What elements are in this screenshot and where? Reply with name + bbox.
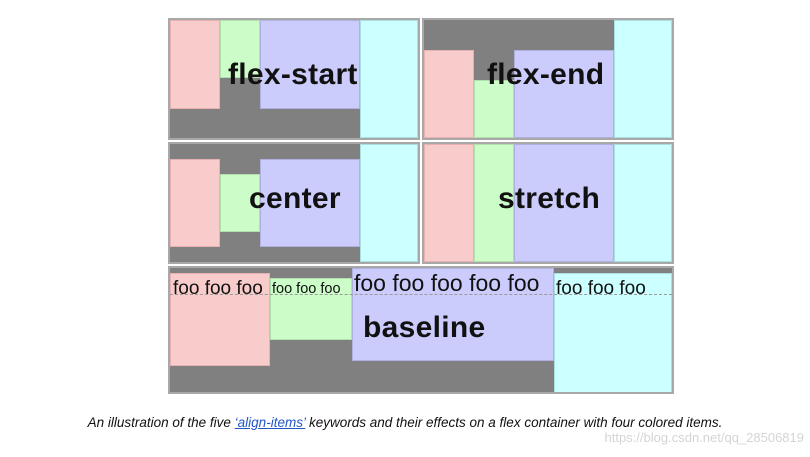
item-1 [424, 144, 474, 262]
item-1 [170, 20, 220, 109]
panel-stretch: stretch [422, 142, 674, 264]
item-4 [360, 20, 418, 138]
item-3 [514, 50, 614, 138]
item-1 [424, 50, 474, 138]
item-2: foo foo foo [270, 278, 352, 340]
caption-text-before: An illustration of the five [87, 415, 235, 430]
item-2 [474, 144, 514, 262]
item-4 [614, 144, 672, 262]
item-4: foo foo foo [554, 273, 672, 392]
panel-center: center [168, 142, 420, 264]
panel-label: center [249, 182, 341, 215]
item-3 [260, 159, 360, 247]
panel-baseline: foo foo foo foo foo foo foo foo foo foo … [168, 266, 674, 394]
item-4 [360, 144, 418, 262]
item-4 [614, 20, 672, 138]
panel-flex-start: flex-start [168, 18, 420, 140]
item-2 [220, 174, 260, 232]
panel-label: flex-end [487, 58, 605, 91]
item-2 [220, 20, 260, 78]
item-2-text: foo foo foo [272, 281, 341, 297]
panel-label: stretch [498, 182, 601, 215]
item-4-text: foo foo foo [556, 278, 646, 299]
item-3 [260, 20, 360, 109]
panel-label: baseline [363, 311, 486, 344]
item-1: foo foo foo [170, 273, 270, 366]
item-3: foo foo foo foo foo baseline [352, 268, 554, 361]
item-1-text: foo foo foo [173, 278, 263, 299]
figure-caption: An illustration of the five ‘align-items… [0, 415, 810, 430]
item-3 [514, 144, 614, 262]
item-3-text: foo foo foo foo foo [354, 270, 540, 296]
item-1 [170, 159, 220, 247]
watermark: https://blog.csdn.net/qq_28506819 [604, 430, 805, 445]
baseline-line [170, 294, 672, 295]
item-2 [474, 80, 514, 138]
panel-flex-end: flex-end [422, 18, 674, 140]
panel-label: flex-start [228, 58, 358, 91]
align-items-link[interactable]: ‘align-items’ [234, 415, 306, 430]
caption-text-after: keywords and their effects on a flex con… [305, 415, 723, 430]
